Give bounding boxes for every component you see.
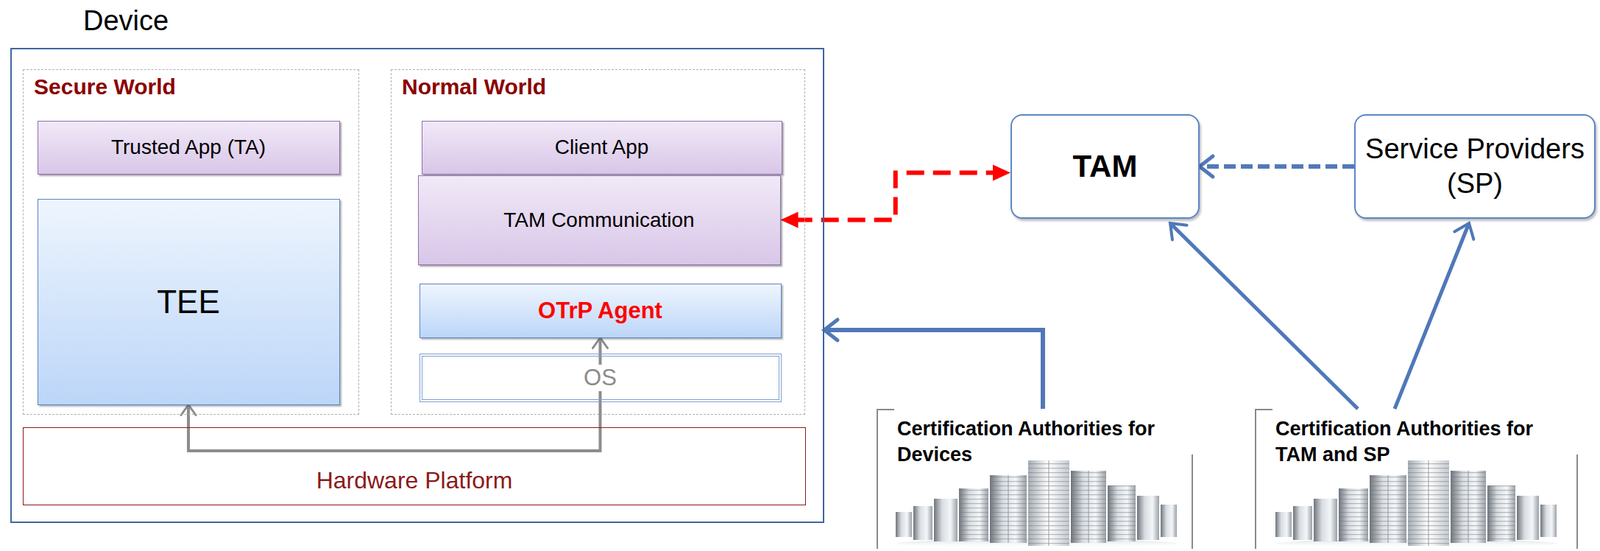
- bracket-side: [1576, 454, 1578, 549]
- node-label: Trusted App (TA): [111, 135, 266, 159]
- bracket-tick: [1256, 408, 1273, 410]
- node-label: TEE: [156, 283, 221, 321]
- bracket-side: [1191, 454, 1194, 549]
- connector: [1170, 222, 1358, 409]
- arrow-head: [780, 211, 799, 229]
- app-box: Trusted App (TA): [37, 120, 341, 175]
- node-label: Device: [83, 5, 169, 37]
- node-label: OS: [579, 364, 622, 391]
- connector-line: [1394, 225, 1469, 409]
- world-region: Secure WorldTrusted App (TA) TEE: [22, 69, 360, 415]
- connector: [1394, 222, 1474, 409]
- arrow-head: [593, 337, 608, 349]
- connector: [780, 164, 1012, 229]
- arrow-head: [824, 319, 838, 341]
- authority-group: Certification Authorities for TAM and SP: [1254, 408, 1578, 549]
- connector: [1199, 156, 1355, 177]
- server-box: TAM: [1010, 114, 1200, 219]
- device-frame: DeviceSecure WorldTrusted App (TA)TEENor…: [10, 47, 825, 523]
- arrow-head: [992, 164, 1011, 182]
- node-label: Secure World: [33, 74, 176, 100]
- connector-line: [1171, 224, 1358, 409]
- hardware-band: Hardware Platform: [22, 426, 806, 505]
- node-label: Service Providers (SP): [1363, 131, 1587, 202]
- node-label: Client App: [554, 135, 650, 159]
- node-label: Normal World: [401, 74, 547, 100]
- arrow-head: [181, 404, 196, 416]
- app-box: TAM Communication: [418, 175, 781, 265]
- arrow-head: [1170, 222, 1188, 240]
- authority-group: Certification Authorities for Devices: [876, 408, 1194, 549]
- arrow-head: [1454, 222, 1474, 240]
- node-label: OTrP Agent: [537, 297, 663, 324]
- connector-line: [794, 172, 997, 221]
- app-box: Client App: [421, 120, 783, 175]
- node-label: Certification Authorities for TAM and SP: [1275, 415, 1570, 468]
- connector: [824, 319, 1043, 409]
- node-label: Hardware Platform: [316, 466, 513, 494]
- node-label: TAM: [1073, 148, 1138, 184]
- os-box: OS: [419, 353, 782, 402]
- connector-line: [827, 329, 1043, 409]
- node-label: TAM Communication: [503, 208, 695, 232]
- bracket-tick: [878, 408, 895, 410]
- node-label: Certification Authorities for Devices: [897, 415, 1192, 468]
- arrow-head: [1199, 156, 1213, 177]
- connector-line: [1202, 164, 1355, 169]
- world-region: Normal WorldClient AppTAM CommunicationO…: [390, 69, 806, 415]
- tee-box: TEE: [37, 198, 341, 405]
- agent-box: OTrP Agent: [419, 283, 782, 338]
- server-box: Service Providers (SP): [1354, 114, 1596, 219]
